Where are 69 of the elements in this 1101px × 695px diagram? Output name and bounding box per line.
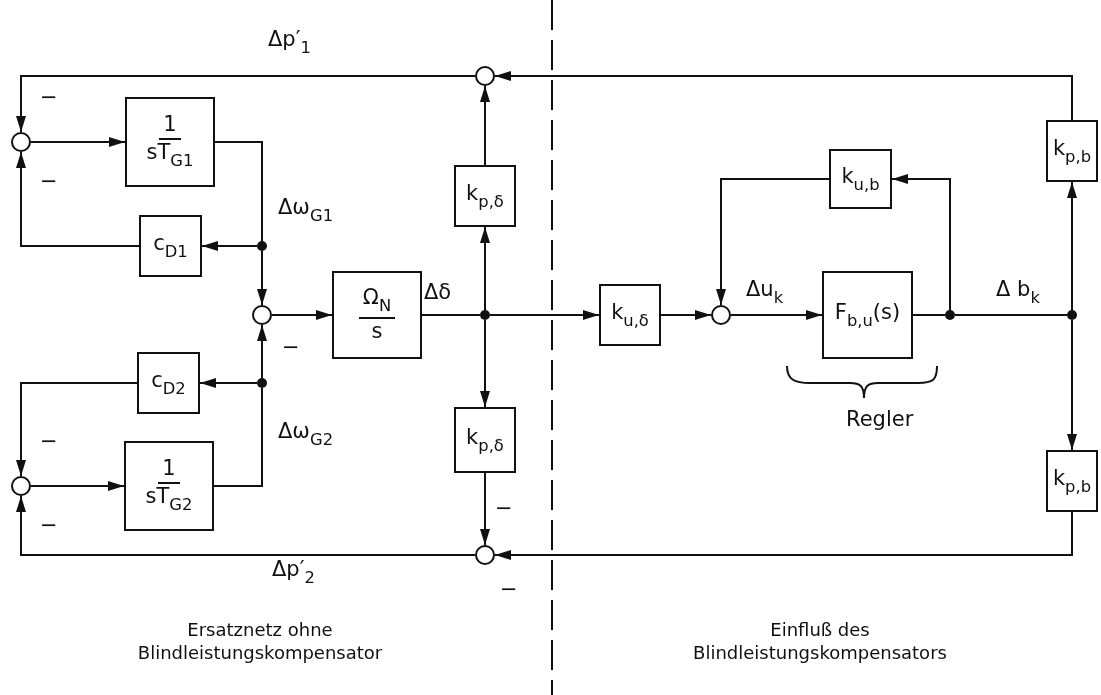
branch-point-dot (257, 378, 267, 388)
signal-line (421, 314, 481, 316)
signal-label: − (40, 170, 58, 194)
signal-arrow (257, 324, 267, 379)
signal-arrow (16, 75, 476, 133)
region-caption: Einfluß des Blindleistungskompensators (692, 618, 948, 665)
signal-arrow (489, 310, 600, 320)
branch-point-dot (945, 310, 955, 320)
signal-arrow (660, 310, 712, 320)
signal-label: − (40, 86, 58, 110)
transfer-function-block: 1 sT$_{G1}$ (125, 97, 215, 187)
gain-block: k$_{p,δ}$ (454, 165, 516, 227)
gain-block: F$_{b,u}$(s) (822, 271, 913, 359)
signal-label: Δu$_{k}$ (746, 278, 784, 308)
gain-block: c$_{D1}$ (139, 215, 202, 277)
signal-line (954, 314, 1068, 316)
summing-junction-circle (711, 305, 731, 325)
signal-label: Regler (846, 408, 914, 432)
transfer-function-block: Ω$_{N}$ s (332, 271, 422, 359)
signal-arrow (730, 310, 823, 320)
region-caption: Ersatznetz ohne Blindleistungskompensator (136, 618, 384, 665)
signal-arrow (199, 378, 258, 388)
signal-arrow (480, 85, 490, 166)
transfer-function-block: 1 sT$_{G2}$ (124, 441, 214, 531)
signal-arrow (480, 472, 490, 546)
branch-point-dot (1067, 310, 1077, 320)
signal-arrow (16, 382, 138, 477)
signal-label: − (40, 430, 58, 454)
summing-junction-circle (11, 476, 31, 496)
signal-arrow (1067, 319, 1077, 451)
summing-junction-circle (252, 305, 272, 325)
signal-arrow (201, 241, 258, 251)
signal-label: − (500, 578, 518, 602)
signal-arrow (257, 250, 267, 306)
signal-line (213, 387, 263, 487)
signal-label: − (40, 514, 58, 538)
branch-point-dot (257, 241, 267, 251)
gain-block: c$_{D2}$ (137, 352, 200, 414)
signal-label: − (495, 497, 513, 521)
summing-junction-circle (475, 545, 495, 565)
signal-arrow (271, 310, 333, 320)
signal-arrow (1067, 181, 1077, 311)
summing-junction-circle (11, 132, 31, 152)
summing-junction-circle (475, 66, 495, 86)
gain-block: k$_{u,δ}$ (599, 284, 661, 346)
signal-label: Δp′$_{1}$ (268, 28, 311, 58)
signal-label: Δω$_{G2}$ (278, 420, 334, 450)
signal-label: Δ b$_{k}$ (996, 278, 1040, 308)
branch-point-dot (480, 310, 490, 320)
gain-block: k$_{p,δ}$ (454, 407, 516, 473)
signal-line (214, 141, 263, 242)
signal-arrow (480, 319, 490, 408)
signal-label: Δp′$_{2}$ (272, 558, 315, 588)
gain-block: k$_{p,b}$ (1046, 120, 1098, 182)
signal-label: Δω$_{G1}$ (278, 196, 334, 226)
signal-arrow (891, 174, 951, 311)
signal-arrow (30, 481, 125, 491)
signal-arrow (16, 151, 140, 247)
signal-label: Δδ (424, 281, 452, 305)
signal-arrow (480, 226, 490, 311)
signal-arrow (494, 71, 1073, 121)
gain-block: k$_{p,b}$ (1046, 450, 1098, 512)
signal-label: − (282, 336, 300, 360)
signal-arrow (494, 511, 1073, 560)
gain-block: k$_{u,b}$ (829, 149, 892, 209)
signal-line (912, 314, 946, 316)
signal-arrow (30, 137, 126, 147)
signal-arrow (16, 495, 476, 556)
signal-arrow (716, 178, 830, 306)
